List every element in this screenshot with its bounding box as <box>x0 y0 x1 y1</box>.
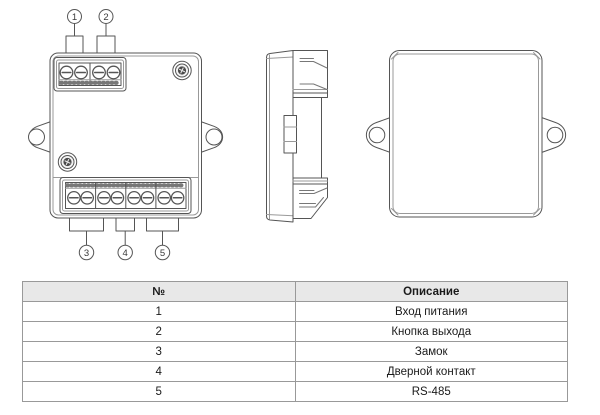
row-desc-cell: Дверной контакт <box>294 361 568 382</box>
mounting-ear-left <box>28 121 52 153</box>
callout-3: 3 <box>69 218 104 261</box>
callout-2: 2 <box>98 9 114 37</box>
callout-5-label: 5 <box>160 248 165 259</box>
row-desc-cell: RS-485 <box>294 381 568 402</box>
mounting-ear-right <box>541 117 567 153</box>
callout-4: 4 <box>115 218 135 261</box>
callout-3-label: 3 <box>84 248 89 259</box>
column-header-description: Описание <box>294 281 568 302</box>
device-body <box>49 52 202 219</box>
terminal-block-bottom <box>59 177 192 214</box>
ear-hole <box>28 128 45 146</box>
row-num-cell: 5 <box>22 381 296 402</box>
callout-2-label: 2 <box>103 12 108 23</box>
ear-hole <box>546 126 564 144</box>
side-terminal-block-top <box>292 50 328 98</box>
ear-hole <box>205 128 223 146</box>
screw-icon <box>172 60 192 81</box>
callout-4-label: 4 <box>123 248 128 259</box>
back-cover <box>389 50 543 218</box>
row-num-cell: 2 <box>22 321 296 342</box>
callout-1: 1 <box>67 9 82 37</box>
ear-hole <box>368 126 386 144</box>
device-diagram: 1 2 <box>28 9 567 261</box>
row-num-cell: 3 <box>22 341 296 362</box>
row-num-cell: 4 <box>22 361 296 382</box>
callout-1-label: 1 <box>72 12 77 23</box>
mounting-ear-right <box>200 121 224 153</box>
side-ear-edge <box>283 115 297 154</box>
front-view: 1 2 <box>28 9 224 261</box>
screw-icon <box>57 152 78 172</box>
table-row: 5 RS-485 <box>22 381 568 402</box>
row-desc-cell: Кнопка выхода <box>294 321 568 342</box>
table-header-row: № Описание <box>22 281 568 302</box>
column-header-number: № <box>22 281 296 302</box>
table-row: 2 Кнопка выхода <box>22 321 568 342</box>
terminal-block-top <box>53 57 127 92</box>
row-num-cell: 1 <box>22 301 296 322</box>
legend-table: № Описание 1 Вход питания 2 Кнопка выход… <box>22 281 568 402</box>
mounting-ear-left <box>365 117 391 153</box>
row-desc-cell: Вход питания <box>294 301 568 322</box>
side-terminal-block-bottom <box>292 177 328 219</box>
side-body <box>266 50 294 223</box>
back-view <box>365 50 567 218</box>
wire-stub-power <box>65 35 84 54</box>
row-desc-cell: Замок <box>294 341 568 362</box>
table-row: 4 Дверной контакт <box>22 361 568 382</box>
table-row: 1 Вход питания <box>22 301 568 322</box>
table-row: 3 Замок <box>22 341 568 362</box>
callout-5: 5 <box>146 218 179 261</box>
wire-stub-exit-button <box>96 35 116 54</box>
side-view <box>266 50 328 223</box>
